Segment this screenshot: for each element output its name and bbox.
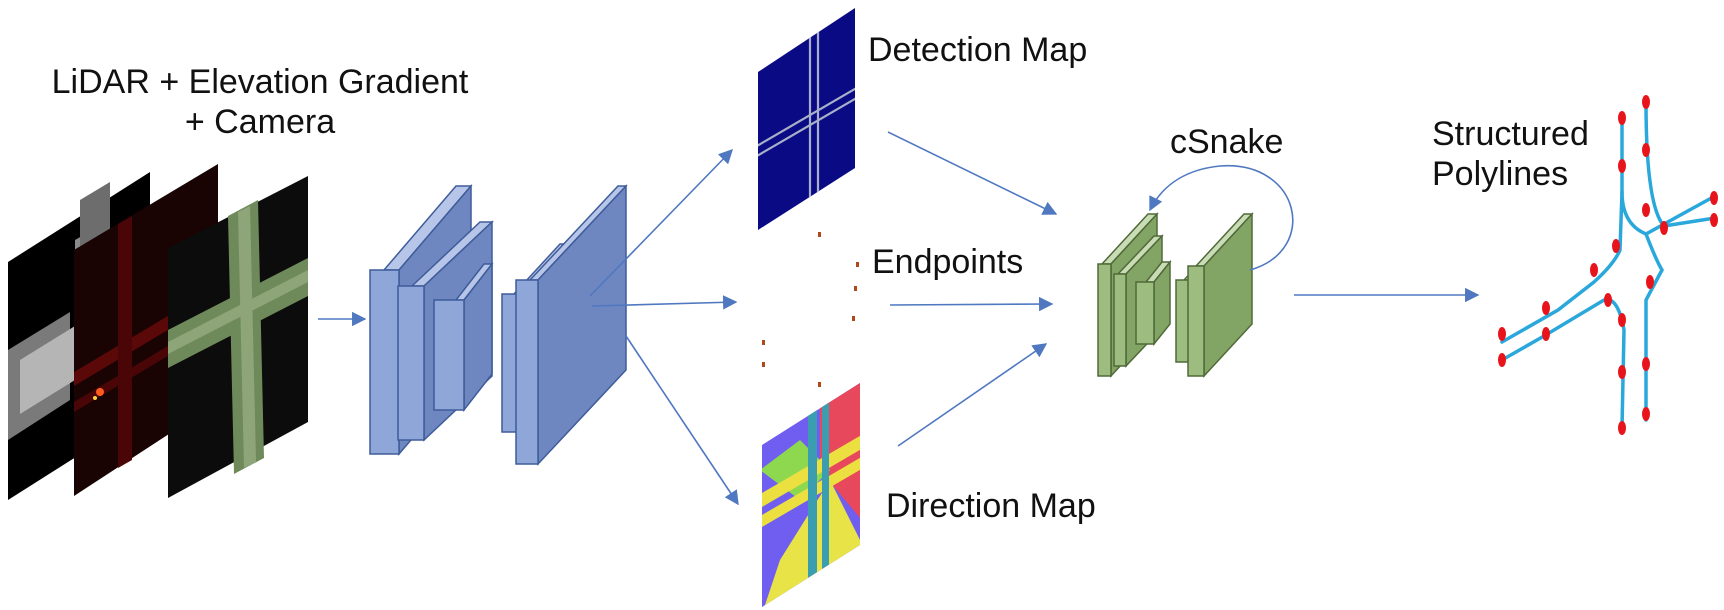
arrow-detection-to-csnake [887,131,1058,215]
direction-map-image [762,383,860,607]
arrow-direction-to-csnake [897,343,1048,447]
arrow-to-detection-map [589,148,734,297]
arrow-to-direction-map [625,335,739,506]
structured-label-line2: Polylines [1432,155,1569,193]
detection-map-label: Detection Map [868,31,1088,69]
endpoints-image [762,232,859,387]
endpoints-label: Endpoints [872,243,1024,281]
structured-polylines [1498,95,1718,435]
arrow-to-endpoints [591,295,738,310]
input-label-line2: + Camera [184,103,336,141]
direction-map-label: Direction Map [886,487,1096,525]
recurrent-loop-arrow [1149,165,1294,271]
input-image-stack [8,164,308,500]
structured-label-line1: Structured [1432,115,1589,153]
csnake-network [1097,212,1254,378]
arrow-endpoints-to-csnake [889,296,1054,312]
detection-map-image [758,8,855,230]
csnake-label: cSnake [1170,123,1284,161]
backbone-cnn [369,183,628,466]
structured-polylines-label: Structured Polylines [1432,114,1632,194]
input-label: LiDAR + Elevation Gradient + Camera [0,62,520,142]
camera-image [168,176,308,498]
input-label-line1: LiDAR + Elevation Gradient [51,63,469,101]
